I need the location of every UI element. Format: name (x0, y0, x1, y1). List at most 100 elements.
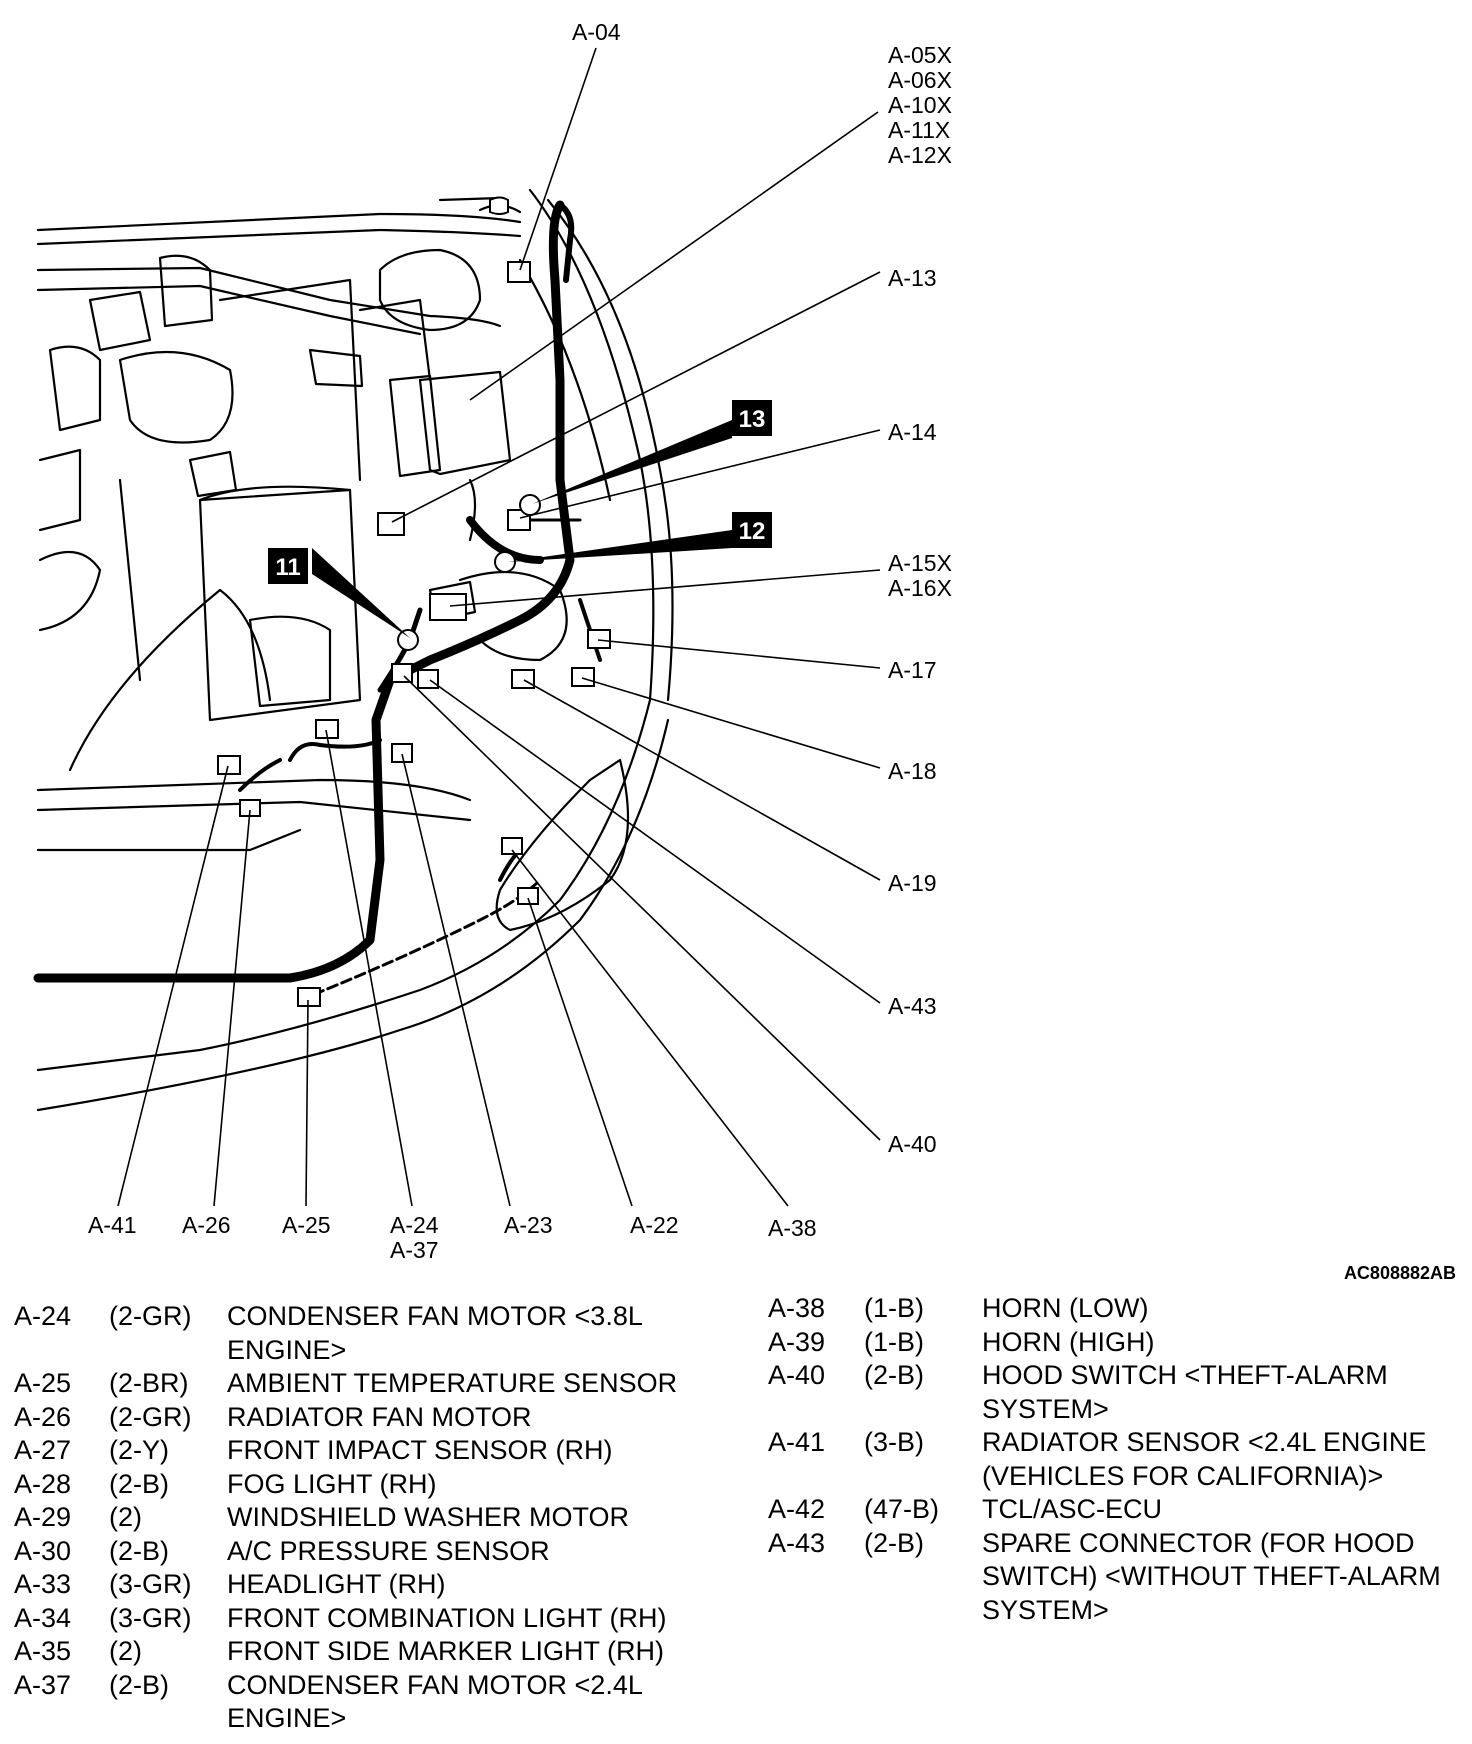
legend-description: FRONT COMBINATION LIGHT (RH) (227, 1602, 667, 1633)
callout-a18: A-18 (888, 758, 937, 784)
callout-a14: A-14 (888, 419, 937, 445)
legend-pins: (2-GR) (109, 1301, 192, 1331)
legend-row: A-29(2)WINDSHIELD WASHER MOTOR (14, 1501, 734, 1535)
legend-connector: A-27 (14, 1435, 72, 1465)
callout-a04: A-04 (572, 19, 621, 45)
svg-text:13: 13 (739, 406, 766, 433)
legend-row: A-26 (2-GR) RADIATOR FAN MOTOR (14, 1401, 734, 1435)
legend-pins: (2-BR) (109, 1368, 189, 1398)
legend-pins: (2-B) (864, 1527, 924, 1558)
legend-row: A-24 (2-GR) CONDENSER FAN MOTOR <3.8L ENGI… (14, 1300, 734, 1367)
legend-row: A-25(2-BR)AMBIENT TEMPERATURE SENSOR (14, 1367, 734, 1401)
legend-connector: A-40 (768, 1360, 826, 1390)
legend-connector: A-43 (768, 1527, 826, 1558)
legend-pins: (3-GR) (109, 1602, 192, 1633)
legend-description: CONDENSER FAN MOTOR <3.8L ENGINE> (227, 1301, 643, 1365)
legend-description: RADIATOR SENSOR <2.4L ENGINE (VEHICLES F… (982, 1427, 1427, 1491)
legend-description: HOOD SWITCH <THEFT-ALARM SYSTEM> (982, 1360, 1388, 1424)
legend-pins: (1-B) (864, 1326, 924, 1357)
badge-11: 11 (268, 548, 308, 584)
legend-description: TCL/ASC-ECU (982, 1494, 1163, 1524)
legend-pins: (2-GR) (109, 1401, 192, 1432)
legend-connector: A-24 (14, 1301, 72, 1331)
connector-legend-right: A-38(1-B)HORN (LOW) A-39(1-B)HORN (HIGH)… (768, 1292, 1468, 1627)
badges: 13 12 11 (268, 400, 772, 584)
legend-pins: (3-B) (864, 1427, 924, 1457)
connector-legend-left: A-24 (2-GR) CONDENSER FAN MOTOR <3.8L ENGI… (14, 1300, 734, 1736)
legend-description: A/C PRESSURE SENSOR (227, 1535, 550, 1566)
badge-12: 12 (732, 512, 772, 548)
legend-row: A-41 (3-B) RADIATOR SENSOR <2.4L ENGINE (V… (768, 1426, 1468, 1493)
connectors (217, 196, 611, 1007)
badge-13: 13 (732, 400, 772, 436)
legend-pins: (2-Y) (109, 1435, 169, 1465)
legend-row: A-38(1-B)HORN (LOW) (768, 1292, 1468, 1326)
callout-a13: A-13 (888, 265, 937, 291)
callout-a05x: A-05X (888, 42, 952, 68)
callout-a22: A-22 (630, 1212, 679, 1238)
legend-row: A-28 (2-B) FOG LIGHT (RH) (14, 1468, 734, 1502)
legend-connector: A-28 (14, 1468, 72, 1499)
callout-a25: A-25 (282, 1212, 331, 1238)
callout-a24: A-24 (390, 1212, 439, 1238)
legend-row: A-35 (2) FRONT SIDE MARKER LIGHT (RH) (14, 1635, 734, 1669)
legend-row: A-30(2-B)A/C PRESSURE SENSOR (14, 1535, 734, 1569)
svg-text:12: 12 (739, 518, 766, 545)
figure-code: AC808882AB (1343, 1263, 1456, 1283)
legend-description: FOG LIGHT (RH) (227, 1468, 437, 1499)
callout-a06x: A-06X (888, 67, 952, 93)
legend-pins: (2) (109, 1636, 142, 1666)
legend-row: A-34 (3-GR) FRONT COMBINATION LIGHT (RH) (14, 1602, 734, 1636)
legend-pins: (47-B) (864, 1494, 940, 1524)
callout-a26: A-26 (182, 1212, 231, 1238)
legend-row: A-40 (2-B) HOOD SWITCH <THEFT-ALARM SYSTEM… (768, 1359, 1468, 1426)
engine-bay-diagram: 13 12 11 A-04 A-05X A-06X A-10X A-11X A-… (33, 19, 952, 1263)
legend-pins: (2-B) (864, 1360, 924, 1390)
legend-connector: A-42 (768, 1494, 826, 1524)
legend-connector: A-29 (14, 1502, 72, 1532)
legend-row: A-33 (3-GR) HEADLIGHT (RH) (14, 1568, 734, 1602)
legend-row: A-37 (2-B) CONDENSER FAN MOTOR <2.4L ENGIN… (14, 1669, 734, 1736)
legend-connector: A-26 (14, 1401, 72, 1432)
callout-a15x: A-15X (888, 550, 952, 576)
legend-connector: A-37 (14, 1669, 72, 1700)
badge-pointers (312, 420, 732, 638)
callout-a12x: A-12X (888, 142, 952, 168)
legend-description: FRONT SIDE MARKER LIGHT (RH) (227, 1636, 665, 1666)
legend-description: FRONT IMPACT SENSOR (RH) (227, 1435, 613, 1465)
callout-a17: A-17 (888, 657, 937, 683)
legend-pins: (2) (109, 1502, 142, 1532)
legend-description: SPARE CONNECTOR (FOR HOOD SWITCH) <WITHO… (982, 1527, 1441, 1625)
legend-description: HEADLIGHT (RH) (227, 1569, 446, 1599)
wiring-harness (33, 200, 602, 1002)
legend-row: A-39(1-B)HORN (HIGH) (768, 1326, 1468, 1360)
legend-connector: A-34 (14, 1602, 72, 1633)
callout-a16x: A-16X (888, 575, 952, 601)
callout-a41: A-41 (88, 1212, 137, 1238)
legend-connector: A-41 (768, 1427, 826, 1457)
legend-connector: A-25 (14, 1368, 72, 1398)
legend-connector: A-30 (14, 1535, 72, 1566)
legend-pins: (3-GR) (109, 1569, 192, 1599)
legend-pins: (1-B) (864, 1293, 924, 1323)
legend-connector: A-35 (14, 1636, 72, 1666)
legend-description: CONDENSER FAN MOTOR <2.4L ENGINE> (227, 1669, 643, 1734)
legend-row: A-43 (2-B) SPARE CONNECTOR (FOR HOOD SWITC… (768, 1527, 1468, 1628)
callout-a19: A-19 (888, 870, 937, 896)
callout-a38: A-38 (768, 1215, 817, 1241)
callout-a11x: A-11X (888, 117, 950, 143)
legend-pins: (2-B) (109, 1669, 169, 1700)
legend-description: RADIATOR FAN MOTOR (227, 1401, 532, 1432)
callout-a40: A-40 (888, 1131, 937, 1157)
engine-bay-artwork (36, 188, 674, 1112)
callout-labels: A-04 A-05X A-06X A-10X A-11X A-12X A-13 … (88, 19, 952, 1263)
callout-a37: A-37 (390, 1237, 439, 1263)
legend-pins: (2-B) (109, 1468, 169, 1499)
callout-a10x: A-10X (888, 92, 952, 118)
legend-description: HORN (LOW) (982, 1293, 1149, 1323)
svg-text:11: 11 (275, 554, 300, 581)
legend-connector: A-33 (14, 1569, 72, 1599)
legend-description: HORN (HIGH) (982, 1326, 1155, 1357)
leader-lines (117, 47, 881, 1207)
legend-row: A-27 (2-Y) FRONT IMPACT SENSOR (RH) (14, 1434, 734, 1468)
